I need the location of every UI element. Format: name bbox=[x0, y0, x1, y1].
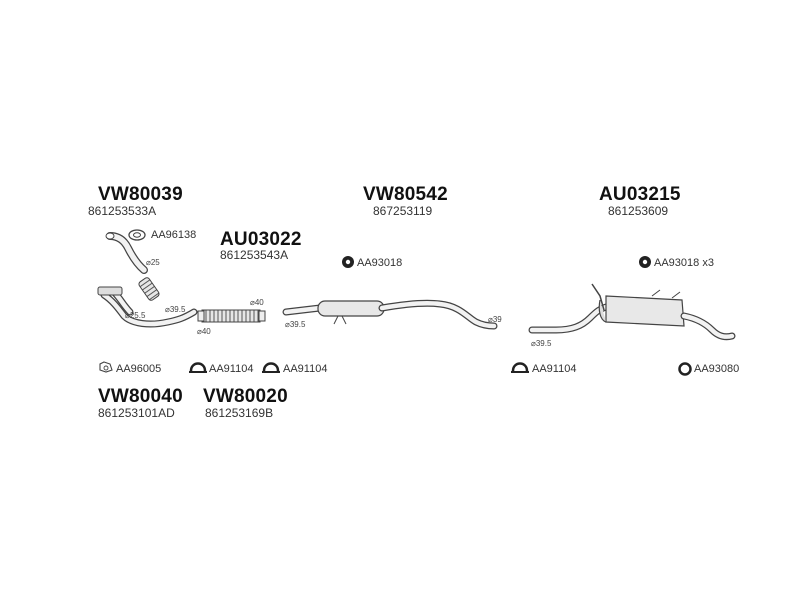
part-number: 861253169B bbox=[205, 406, 274, 420]
group-code: VW80040 bbox=[98, 386, 183, 407]
group-code: VW80039 bbox=[98, 184, 183, 205]
part-number: 861253533A bbox=[88, 204, 157, 218]
flex-pipe bbox=[197, 309, 266, 323]
gasket-icon bbox=[99, 361, 113, 373]
group-code: VW80542 bbox=[363, 184, 448, 205]
hardware-label: AA93080 bbox=[694, 363, 740, 375]
hardware-label: AA96005 bbox=[116, 363, 162, 375]
rear-silencer bbox=[528, 283, 736, 341]
middle-silencer bbox=[282, 299, 498, 330]
front-pipe-downpipe bbox=[97, 286, 198, 328]
gasket-icon bbox=[128, 229, 146, 241]
part-number: 861253543A bbox=[220, 248, 289, 262]
hardware-label: AA93018 x3 bbox=[654, 257, 714, 269]
ring-icon bbox=[678, 362, 692, 376]
clamp-icon bbox=[262, 362, 280, 373]
diameter-label: ⌀39.5 bbox=[285, 320, 306, 329]
hardware-label: AA96138 bbox=[151, 229, 197, 241]
clamp-icon bbox=[189, 362, 207, 373]
part-number: 861253609 bbox=[608, 204, 669, 218]
flex-joint bbox=[138, 277, 160, 301]
rubber-mount-icon bbox=[342, 256, 354, 268]
diameter-label: ⌀39.5 bbox=[165, 305, 186, 314]
clamp-icon bbox=[511, 362, 529, 373]
diameter-label: ⌀40 bbox=[197, 327, 211, 336]
hardware-label: AA91104 bbox=[209, 363, 254, 375]
diameter-label: ⌀25.5 bbox=[125, 311, 146, 320]
hardware-label: AA93018 bbox=[357, 257, 403, 269]
hardware-label: AA91104 bbox=[283, 363, 328, 375]
front-pipe-upper bbox=[105, 232, 148, 274]
part-number: 861253101AD bbox=[98, 406, 175, 420]
diameter-label: ⌀39.5 bbox=[531, 339, 552, 348]
group-code: AU03022 bbox=[220, 229, 302, 250]
group-code: VW80020 bbox=[203, 386, 288, 407]
diameter-label: ⌀39 bbox=[488, 315, 502, 324]
part-number: 867253119 bbox=[373, 204, 433, 218]
diameter-label: ⌀40 bbox=[250, 298, 264, 307]
group-code: AU03215 bbox=[599, 184, 681, 205]
hardware-label: AA91104 bbox=[532, 363, 577, 375]
rubber-mount-icon bbox=[639, 256, 651, 268]
diameter-label: ⌀25 bbox=[146, 258, 160, 267]
